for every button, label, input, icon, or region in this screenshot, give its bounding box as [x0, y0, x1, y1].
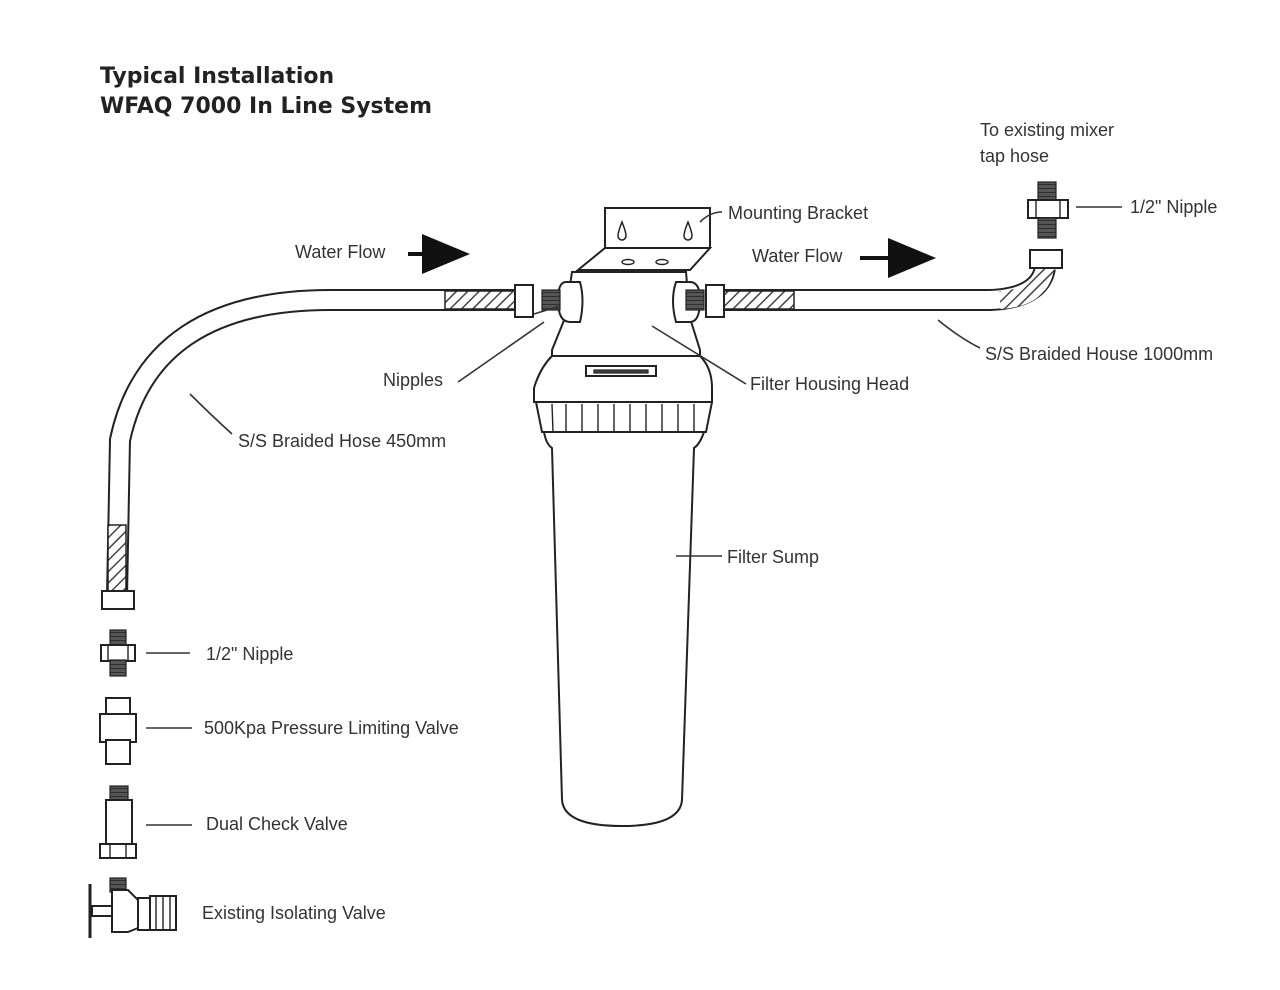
braided-hose-1000 [705, 249, 1063, 318]
filter-unit [533, 207, 714, 828]
label-nipples: Nipples [383, 370, 443, 390]
label-braided-hose-450: S/S Braided Hose 450mm [238, 431, 446, 451]
leader-hose-1000 [937, 319, 981, 349]
bracket-hole-right-icon [683, 219, 693, 241]
label-mixer-line-1: To existing mixer [980, 120, 1114, 140]
label-filter-housing-head: Filter Housing Head [750, 374, 909, 394]
nipple-right-part [685, 289, 705, 311]
title-line-2: WFAQ 7000 In Line System [100, 94, 432, 119]
leader-filter-head [651, 325, 747, 385]
pressure-limiting-valve-part [99, 697, 137, 765]
label-mounting-bracket: Mounting Bracket [728, 203, 868, 223]
hose-nut-bottom [101, 590, 135, 610]
leader-hose-450 [189, 393, 233, 435]
dual-check-valve-part [99, 785, 137, 859]
label-pressure-valve: 500Kpa Pressure Limiting Valve [204, 718, 459, 738]
hose-nut-top [1029, 249, 1063, 269]
nipple-top-part [1027, 181, 1069, 239]
hose-nut-right [705, 284, 725, 318]
nipple-bottom-part [100, 629, 136, 677]
label-braided-house-1000: S/S Braided House 1000mm [985, 344, 1213, 364]
isolating-valve-part [88, 877, 177, 938]
bracket-hole-left-icon [617, 219, 627, 241]
label-water-flow-right: Water Flow [752, 246, 843, 266]
label-dual-check-valve: Dual Check Valve [206, 814, 348, 834]
label-isolating-valve: Existing Isolating Valve [202, 903, 386, 923]
leader-mounting-bracket [699, 211, 723, 223]
title-line-1: Typical Installation [100, 64, 334, 89]
label-nipple-bottom: 1/2" Nipple [206, 644, 293, 664]
label-water-flow-left: Water Flow [295, 242, 386, 262]
filter-sump-part [542, 431, 706, 828]
label-filter-sump: Filter Sump [727, 547, 819, 567]
label-mixer-line-2: tap hose [980, 146, 1049, 166]
nipple-left-part [541, 289, 561, 311]
label-nipple-top: 1/2" Nipple [1130, 197, 1217, 217]
hose-nut-left [514, 284, 534, 318]
braided-hose-450 [101, 284, 534, 610]
leader-nipples-1 [457, 321, 545, 383]
